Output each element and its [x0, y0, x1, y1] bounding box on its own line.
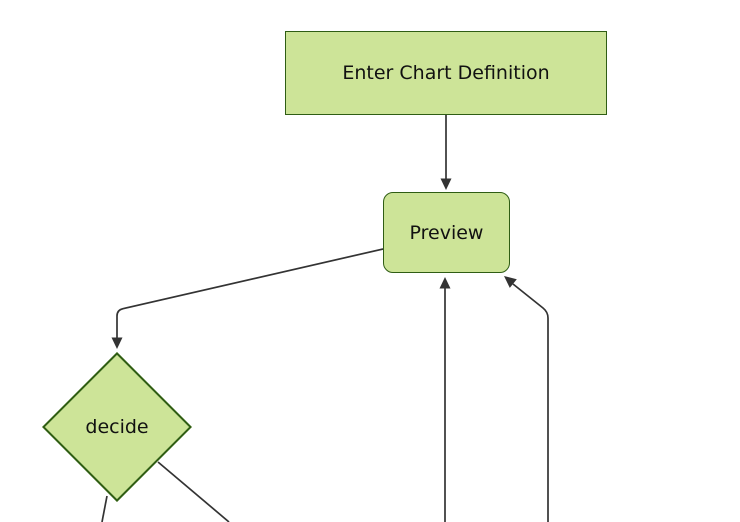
edge-offscreen-to-preview-center — [439, 277, 451, 522]
node-enter-chart-definition: Enter Chart Definition — [285, 31, 607, 115]
edge-line — [116, 248, 384, 339]
node-label: Preview — [409, 221, 484, 244]
arrowhead-icon — [504, 276, 517, 288]
arrowhead-icon — [440, 178, 452, 190]
edge-offscreen-to-preview-right — [504, 276, 549, 522]
arrowhead-icon — [439, 277, 451, 289]
edge-decide-to-offscreen-left — [101, 495, 108, 522]
arrowhead-icon — [111, 337, 123, 349]
edge-preview-to-decide — [111, 248, 384, 349]
edge-line — [101, 495, 108, 522]
edge-decide-to-offscreen-right — [157, 461, 230, 522]
node-label: Enter Chart Definition — [342, 62, 550, 84]
edge-line — [157, 461, 230, 522]
edge-line — [512, 283, 549, 522]
node-label: decide — [85, 416, 149, 438]
node-preview: Preview — [383, 192, 510, 273]
edge-enter-chart-definition-to-preview — [440, 115, 452, 190]
